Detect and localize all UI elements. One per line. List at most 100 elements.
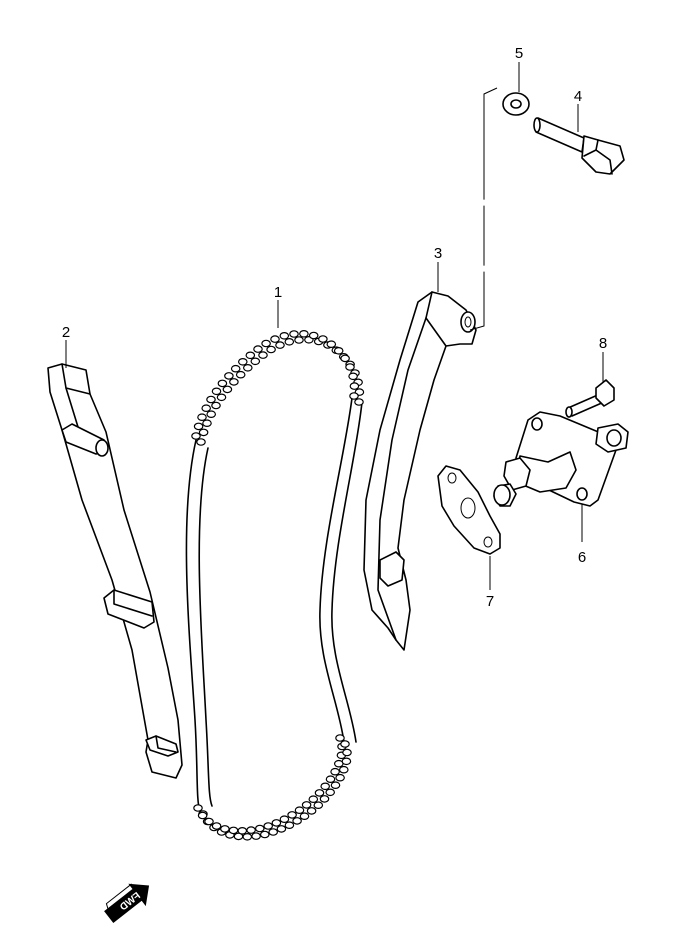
chain-link [340,740,350,748]
chain-link [202,419,212,428]
chain-link [330,767,340,776]
chain-link [313,801,324,810]
chain-link [320,782,330,791]
callout-2: 2 [62,324,70,341]
chain-link [287,811,297,819]
chain-link [224,372,234,380]
chain-link [299,812,310,821]
chain-link [211,401,221,410]
chain-link [191,432,201,440]
small-bolt [565,379,615,418]
chain-link [338,765,349,774]
chain-link [206,395,216,404]
chain-link [193,804,203,812]
chain-link [335,734,345,742]
chain-link [275,341,285,349]
chain-link [325,775,336,784]
callout-7: 7 [486,593,494,610]
chain-link [235,370,246,379]
chain-link [314,789,325,797]
chain-link [242,832,253,841]
callout-8: 8 [599,335,607,352]
washer [502,92,530,116]
callout-leaders [65,62,604,590]
callout-1: 1 [274,284,282,301]
callout-5: 5 [515,45,523,62]
chain-link [211,387,222,396]
chain-link [197,811,208,820]
chain-link [243,363,253,372]
chain-link [333,346,344,355]
chain-link [217,379,228,388]
chain-link [228,826,239,835]
chain-link [319,795,330,803]
chain-link [193,422,204,431]
chain-link [197,413,207,422]
chain-link [237,826,248,835]
chain-link [216,393,227,402]
chain-link [348,372,358,381]
chain-link [198,428,209,437]
chain-link [206,410,216,419]
chain-link [270,335,280,343]
chain-link [261,339,271,348]
chain-link [318,335,328,343]
chain-link [251,832,261,840]
chain-link [254,824,265,833]
chain-link [196,438,206,446]
chain-guide [47,363,183,779]
bolt [533,117,625,175]
chain-link [354,398,364,406]
chain-link [253,345,263,353]
chain-link [279,815,290,824]
chain-link [230,364,241,373]
chain-link [266,345,276,354]
chain-link [263,822,273,830]
chain-link [268,828,278,836]
chain-link [326,340,337,349]
chain-link [258,351,268,359]
chain-link [271,819,282,827]
chain-link [349,392,359,400]
chain-link [222,385,233,394]
chain-link [289,330,299,338]
assembly-line [469,87,498,331]
chain-link [330,781,341,790]
callout-6: 6 [578,549,586,566]
chain-link [325,788,335,797]
gasket [437,465,501,555]
chain-link [308,795,319,804]
chain-link [211,822,222,830]
chain-link [229,378,239,386]
tensioner-adjuster [493,411,629,507]
chain-link [250,357,261,366]
chain-link [279,331,290,340]
chain-link [349,382,360,390]
chain-link [301,801,312,809]
fwd-arrow-icon: FWD [104,883,150,923]
callout-3: 3 [434,245,442,262]
tensioner-arm [363,291,477,651]
chain-link [345,363,355,371]
chain-link [220,825,230,833]
chain-link [201,404,211,413]
chain-link [335,773,345,782]
chain-link [284,821,295,830]
chain-link [246,826,256,834]
chain-link [306,807,317,815]
chain-link [340,354,350,363]
chain-link [292,817,302,825]
callout-4: 4 [574,88,582,105]
chain-link [342,748,352,757]
chain-link [341,757,352,766]
chain-link [294,336,304,344]
cam-chain [185,329,365,841]
chain-link [299,329,309,338]
chain-link [308,331,319,340]
chain-link [294,806,305,815]
chain-link [204,817,214,826]
chain-link [276,825,287,833]
chain-link [259,830,270,839]
chain-link [245,351,256,360]
